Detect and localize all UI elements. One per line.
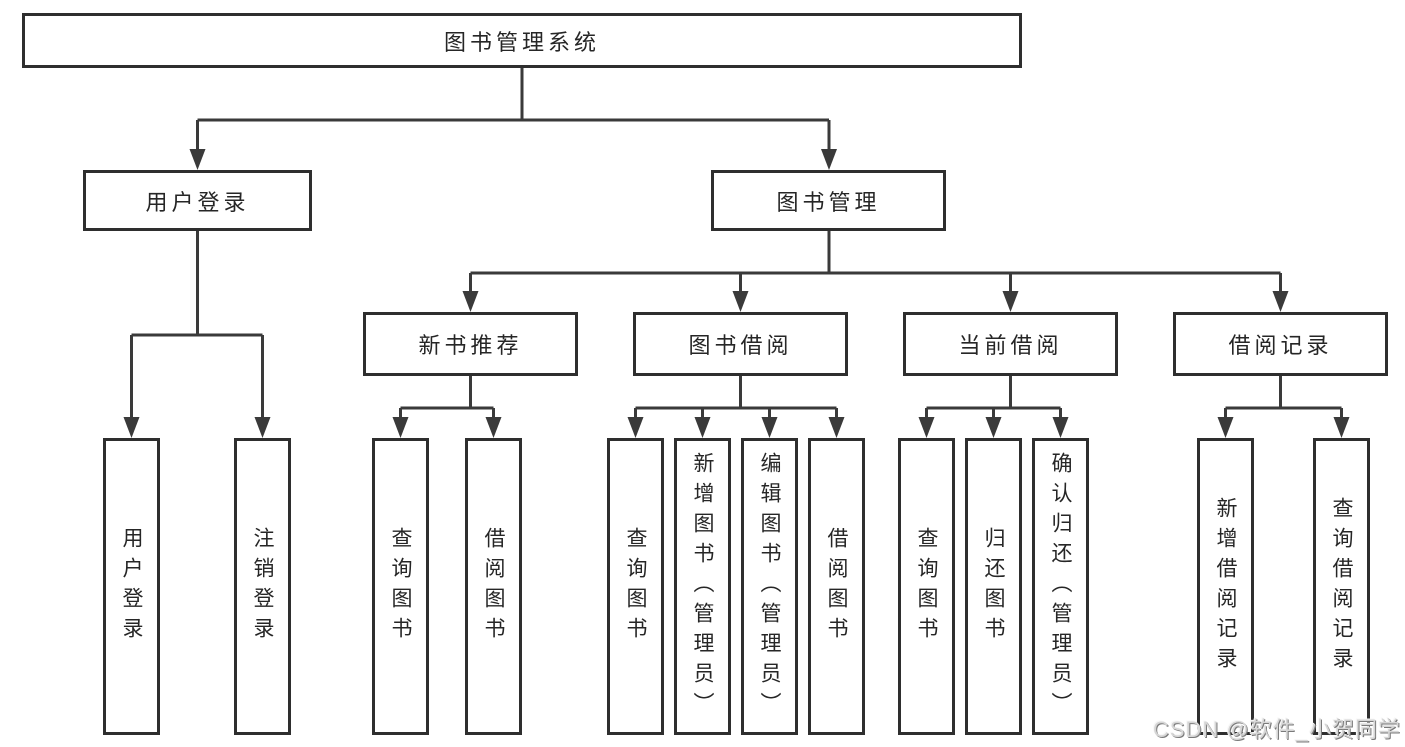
node-leaf-borrow-book: 借阅图书 bbox=[808, 438, 865, 735]
node-borrow-records: 借阅记录 bbox=[1173, 312, 1388, 376]
arrow-icon bbox=[732, 291, 749, 312]
node-leaf-borrow-book-recommend-label: 借阅图书 bbox=[482, 526, 505, 647]
arrow-icon bbox=[828, 417, 845, 438]
arrow-icon bbox=[392, 417, 409, 438]
arrow-icon bbox=[1052, 417, 1069, 438]
arrow-icon bbox=[1272, 291, 1289, 312]
node-leaf-query-book-recommend-label: 查询图书 bbox=[389, 526, 412, 647]
node-current-borrow-label: 当前借阅 bbox=[958, 333, 1063, 358]
connector-user-login bbox=[130, 231, 264, 420]
node-leaf-return-book: 归还图书 bbox=[965, 438, 1022, 735]
node-leaf-borrow-book-recommend: 借阅图书 bbox=[465, 438, 522, 735]
connector-borrow-records bbox=[1224, 376, 1343, 420]
arrow-icon bbox=[821, 149, 837, 170]
node-root-label: 图书管理系统 bbox=[443, 29, 600, 55]
arrow-icon bbox=[761, 417, 778, 438]
arrow-icon bbox=[1217, 417, 1234, 438]
node-leaf-edit-book-admin: 编辑图书（管理员） bbox=[741, 438, 798, 735]
node-leaf-logout: 注销登录 bbox=[234, 438, 291, 735]
node-user-login: 用户登录 bbox=[83, 170, 312, 231]
node-leaf-add-borrow-record: 新增借阅记录 bbox=[1197, 438, 1254, 735]
node-leaf-add-borrow-record-label: 新增借阅记录 bbox=[1214, 496, 1237, 677]
arrow-icon bbox=[627, 417, 644, 438]
node-leaf-query-book-recommend: 查询图书 bbox=[372, 438, 429, 735]
node-leaf-query-book-current-label: 查询图书 bbox=[915, 526, 938, 647]
connector-current-borrow bbox=[925, 376, 1062, 420]
node-leaf-return-book-label: 归还图书 bbox=[982, 526, 1005, 647]
connector-new-book-recommend bbox=[399, 376, 495, 420]
node-book-management-label: 图书管理 bbox=[776, 189, 881, 215]
arrow-icon bbox=[694, 417, 711, 438]
node-leaf-user-login-label: 用户登录 bbox=[120, 526, 143, 647]
arrow-icon bbox=[123, 417, 140, 438]
connector-book-management bbox=[469, 231, 1282, 294]
node-book-borrow: 图书借阅 bbox=[633, 312, 848, 376]
arrow-icon bbox=[254, 417, 271, 438]
node-leaf-borrow-book-label: 借阅图书 bbox=[825, 526, 848, 647]
node-leaf-add-book-admin: 新增图书（管理员） bbox=[674, 438, 731, 735]
node-leaf-query-book-borrow: 查询图书 bbox=[607, 438, 664, 735]
node-leaf-query-borrow-record: 查询借阅记录 bbox=[1313, 438, 1370, 735]
node-book-management: 图书管理 bbox=[711, 170, 946, 231]
arrow-icon bbox=[189, 149, 206, 170]
node-leaf-add-book-admin-label: 新增图书（管理员） bbox=[691, 451, 714, 722]
arrow-icon bbox=[1002, 291, 1019, 312]
node-new-book-recommend: 新书推荐 bbox=[363, 312, 578, 376]
node-leaf-logout-label: 注销登录 bbox=[251, 526, 274, 647]
arrow-icon bbox=[918, 417, 935, 438]
node-user-login-label: 用户登录 bbox=[145, 189, 250, 215]
node-leaf-confirm-return-admin-label: 确认归还（管理员） bbox=[1049, 451, 1072, 722]
node-leaf-user-login: 用户登录 bbox=[103, 438, 160, 735]
node-book-borrow-label: 图书借阅 bbox=[688, 333, 793, 358]
arrow-icon bbox=[462, 291, 479, 312]
csdn-watermark: CSDN @软件_小贺同学 bbox=[1152, 717, 1401, 742]
node-borrow-records-label: 借阅记录 bbox=[1228, 333, 1333, 358]
arrowheads bbox=[123, 149, 1350, 438]
node-leaf-confirm-return-admin: 确认归还（管理员） bbox=[1032, 438, 1089, 735]
node-leaf-edit-book-admin-label: 编辑图书（管理员） bbox=[758, 451, 781, 722]
node-root: 图书管理系统 bbox=[22, 13, 1022, 68]
connector-book-borrow bbox=[634, 376, 838, 420]
arrow-icon bbox=[485, 417, 502, 438]
node-leaf-query-borrow-record-label: 查询借阅记录 bbox=[1330, 496, 1353, 677]
node-current-borrow: 当前借阅 bbox=[903, 312, 1118, 376]
node-leaf-query-book-borrow-label: 查询图书 bbox=[624, 526, 647, 647]
arrow-icon bbox=[985, 417, 1002, 438]
arrow-icon bbox=[1333, 417, 1350, 438]
connector-root bbox=[196, 68, 831, 152]
node-leaf-query-book-current: 查询图书 bbox=[898, 438, 955, 735]
node-new-book-recommend-label: 新书推荐 bbox=[418, 333, 523, 358]
